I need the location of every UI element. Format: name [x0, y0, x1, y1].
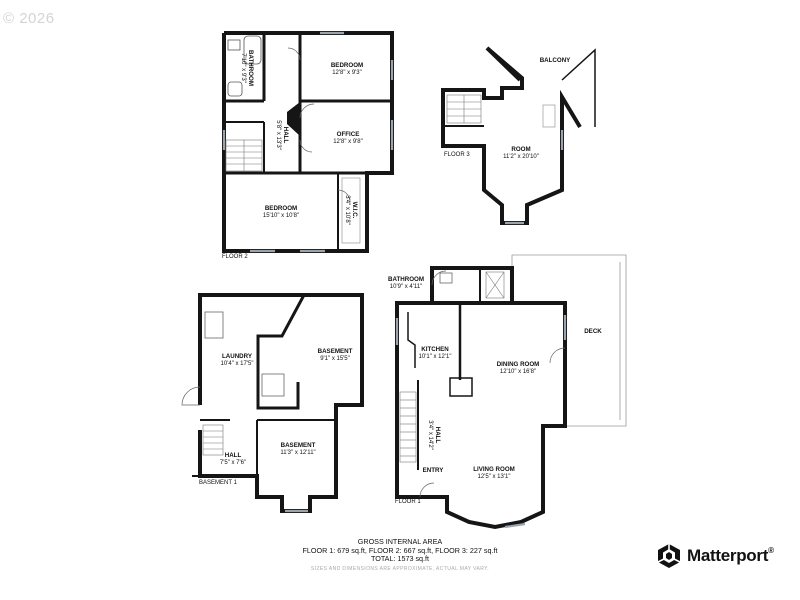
f2-bedroom-1-dims: 12'8" x 9'3" — [332, 70, 362, 76]
f2-bedroom-2-dims: 15'10" x 10'8" — [263, 213, 299, 219]
brand-name: Matterport® — [687, 546, 774, 566]
f3-room-dims: 11'2" x 20'10" — [503, 154, 539, 160]
basement-1-plan: LAUNDRY 10'4" x 17'5" BASEMENT 9'1" x 15… — [181, 293, 364, 513]
floor-3-plan: ROOM 11'2" x 20'10" BALCONY FLOOR 3 — [441, 46, 596, 225]
matterport-brand: Matterport® — [656, 541, 774, 571]
b1-hall-name: HALL — [225, 452, 242, 459]
copyright-watermark: © 2026 — [3, 10, 55, 27]
summary-total: TOTAL: 1573 sq.ft — [370, 554, 430, 564]
f1-deck-name: DECK — [584, 328, 602, 335]
f1-entry-name: ENTRY — [423, 467, 445, 474]
brand-name-text: Matterport — [687, 546, 769, 565]
b1-laundry-name: LAUNDRY — [222, 353, 253, 360]
f1-dining-dims: 12'10" x 16'8" — [500, 369, 536, 375]
b1-basement-1-name: BASEMENT — [318, 348, 353, 355]
b1-basement-2-name: BASEMENT — [281, 442, 316, 449]
area-summary: GROSS INTERNAL AREA FLOOR 1: 679 sq.ft, … — [200, 537, 600, 573]
brand-mark: ® — [768, 546, 774, 555]
summary-floors: FLOOR 1: 679 sq.ft, FLOOR 2: 667 sq.ft, … — [302, 545, 498, 555]
f2-bathroom-name: BATHROOM — [247, 50, 254, 86]
summary-disclaimer: SIZES AND DIMENSIONS ARE APPROXIMATE, AC… — [310, 565, 490, 572]
f2-bedroom-2-name: BEDROOM — [265, 205, 297, 212]
floor-2-label: FLOOR 2 — [222, 254, 248, 260]
f1-hall-name: HALL — [434, 427, 441, 444]
floor-1-plan: BATHROOM 10'9" x 4'11" KITCHEN 10'1" x 1… — [388, 254, 627, 530]
f1-bathroom-dims: 10'9" x 4'11" — [390, 284, 422, 290]
f1-hall-dims: 3'4" x 14'2" — [427, 420, 433, 450]
f1-living-dims: 12'5" x 13'1" — [478, 474, 511, 480]
summary-heading: GROSS INTERNAL AREA — [357, 537, 443, 546]
f1-dining-name: DINING ROOM — [497, 361, 540, 368]
f3-room-name: ROOM — [511, 146, 530, 153]
floor-3-label: FLOOR 3 — [444, 152, 470, 158]
f3-balcony-name: BALCONY — [540, 57, 571, 64]
f2-wic-name: W.I.C. — [351, 202, 358, 219]
floor-2-plan: BEDROOM 12'8" x 9'3" BATHROOM 7'10" x 9'… — [222, 31, 394, 260]
f2-hall-dims: 5'8" x 13'3" — [275, 120, 281, 150]
f1-kitchen-dims: 10'1" x 12'1" — [419, 354, 452, 360]
basement-1-label: BASEMENT 1 — [199, 480, 238, 486]
f2-office-name: OFFICE — [337, 131, 360, 138]
f1-kitchen-name: KITCHEN — [421, 346, 449, 353]
b1-basement-1-dims: 9'1" x 15'5" — [320, 356, 350, 362]
b1-basement-2-dims: 11'3" x 12'11" — [280, 450, 315, 456]
f2-office-dims: 12'8" x 9'8" — [333, 139, 363, 145]
floor-1-label: FLOOR 1 — [395, 499, 421, 505]
b1-laundry-dims: 10'4" x 17'5" — [221, 361, 254, 367]
f2-bedroom-1-name: BEDROOM — [331, 62, 363, 69]
f2-hall-name: HALL — [282, 127, 289, 144]
f1-living-name: LIVING ROOM — [473, 466, 515, 473]
b1-hall-dims: 7'5" x 7'6" — [220, 460, 246, 466]
f2-bathroom-dims: 7'10" x 9'3" — [240, 53, 246, 83]
f2-wic-dims: 3'4" x 10'8" — [344, 195, 350, 225]
f1-bathroom-name: BATHROOM — [388, 276, 424, 283]
matterport-logo-icon — [657, 544, 681, 568]
